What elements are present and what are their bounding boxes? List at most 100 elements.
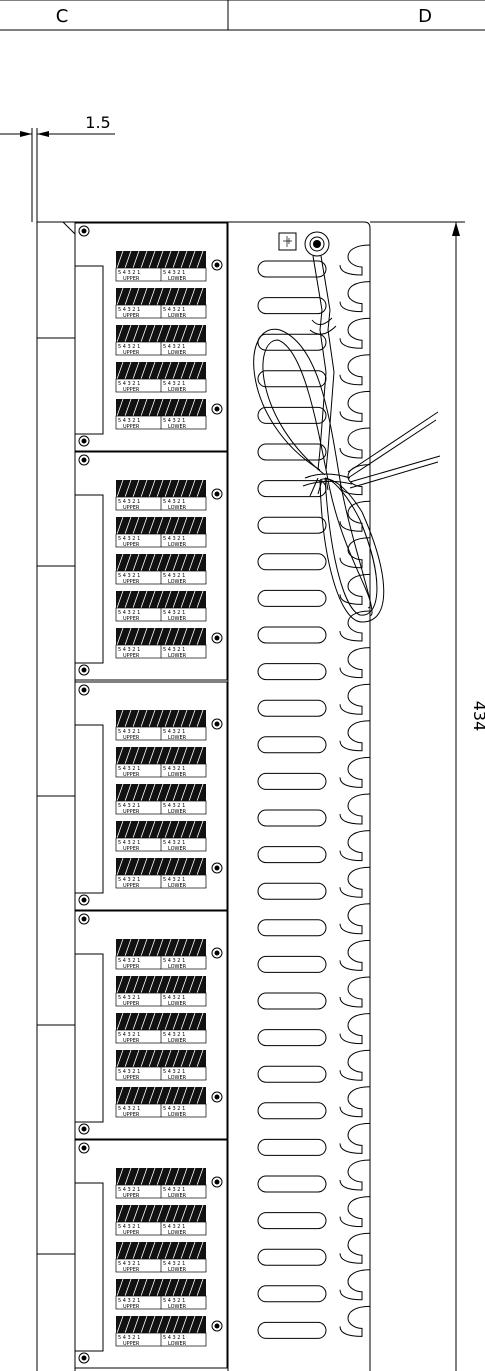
comb-slot [257, 1321, 327, 1339]
svg-text:5 4 3 2 1: 5 4 3 2 1 [163, 729, 185, 735]
comb-slot [257, 1138, 327, 1156]
comb-slot [257, 406, 327, 424]
ground-stud-icon [304, 231, 330, 257]
comb-hook [339, 610, 371, 642]
label-lower: LOWER [168, 1304, 187, 1310]
comb-hook [339, 464, 371, 496]
comb-slot [257, 1212, 327, 1230]
comb-hook [339, 1086, 371, 1118]
ground-symbol-icon [278, 232, 297, 251]
comb-hook [339, 1232, 371, 1264]
title-col-c: C [56, 6, 69, 27]
comb-slot [257, 443, 327, 461]
label-upper: UPPER [123, 424, 140, 430]
label-lower: LOWER [168, 809, 187, 815]
svg-text:5 4 3 2 1: 5 4 3 2 1 [163, 1106, 185, 1112]
svg-text:5 4 3 2 1: 5 4 3 2 1 [118, 344, 140, 350]
comb-hook [339, 537, 371, 569]
comb-slot [257, 1029, 327, 1047]
comb-slot [257, 992, 327, 1010]
comb-slot [257, 626, 327, 644]
label-lower: LOWER [168, 424, 187, 430]
label-upper: UPPER [123, 387, 140, 393]
comb-slot [257, 699, 327, 717]
svg-text:5 4 3 2 1: 5 4 3 2 1 [118, 1069, 140, 1075]
label-lower: LOWER [168, 883, 187, 889]
comb-hook [339, 756, 371, 788]
svg-text:5 4 3 2 1: 5 4 3 2 1 [163, 499, 185, 505]
comb-hook [339, 244, 371, 276]
label-upper: UPPER [123, 313, 140, 319]
label-upper: UPPER [123, 616, 140, 622]
svg-text:5 4 3 2 1: 5 4 3 2 1 [118, 1298, 140, 1304]
label-lower: LOWER [168, 1075, 187, 1081]
mounting-screw-icon [78, 913, 90, 925]
comb-slot [257, 1285, 327, 1303]
dimension-offset-label: 1.5 [85, 113, 110, 132]
label-lower: LOWER [168, 350, 187, 356]
comb-hook [339, 317, 371, 349]
svg-text:5 4 3 2 1: 5 4 3 2 1 [163, 1298, 185, 1304]
mounting-screw-icon [211, 1091, 223, 1103]
title-block: C D [0, 0, 485, 31]
label-upper: UPPER [123, 772, 140, 778]
label-upper: UPPER [123, 1112, 140, 1118]
label-lower: LOWER [168, 616, 187, 622]
module-side-plate [74, 953, 104, 1123]
left-bracket [37, 221, 76, 1371]
module-side-plate [74, 724, 104, 894]
comb-hook [339, 793, 371, 825]
label-lower: LOWER [168, 846, 187, 852]
comb-hook [339, 500, 371, 532]
svg-text:5 4 3 2 1: 5 4 3 2 1 [118, 803, 140, 809]
mounting-screw-icon [211, 1176, 223, 1188]
title-col-d: D [418, 6, 432, 27]
comb-slot [257, 516, 327, 534]
label-upper: UPPER [123, 735, 140, 741]
svg-text:5 4 3 2 1: 5 4 3 2 1 [118, 1187, 140, 1193]
svg-text:5 4 3 2 1: 5 4 3 2 1 [118, 536, 140, 542]
comb-slot [257, 809, 327, 827]
svg-text:5 4 3 2 1: 5 4 3 2 1 [163, 958, 185, 964]
svg-text:5 4 3 2 1: 5 4 3 2 1 [118, 499, 140, 505]
svg-text:5 4 3 2 1: 5 4 3 2 1 [118, 766, 140, 772]
mounting-screw-icon [78, 1123, 90, 1135]
label-lower: LOWER [168, 276, 187, 282]
label-lower: LOWER [168, 1267, 187, 1273]
svg-text:5 4 3 2 1: 5 4 3 2 1 [118, 1032, 140, 1038]
comb-hook [339, 866, 371, 898]
svg-text:5 4 3 2 1: 5 4 3 2 1 [163, 1069, 185, 1075]
label-lower: LOWER [168, 1193, 187, 1199]
comb-hook [339, 683, 371, 715]
comb-slot [257, 1175, 327, 1193]
comb-slot [257, 553, 327, 571]
comb-slot [257, 333, 327, 351]
comb-slot [257, 589, 327, 607]
label-upper: UPPER [123, 653, 140, 659]
mounting-screw-icon [211, 403, 223, 415]
label-lower: LOWER [168, 1112, 187, 1118]
svg-text:5 4 3 2 1: 5 4 3 2 1 [163, 1261, 185, 1267]
mounting-screw-icon [78, 894, 90, 906]
label-upper: UPPER [123, 846, 140, 852]
label-upper: UPPER [123, 809, 140, 815]
